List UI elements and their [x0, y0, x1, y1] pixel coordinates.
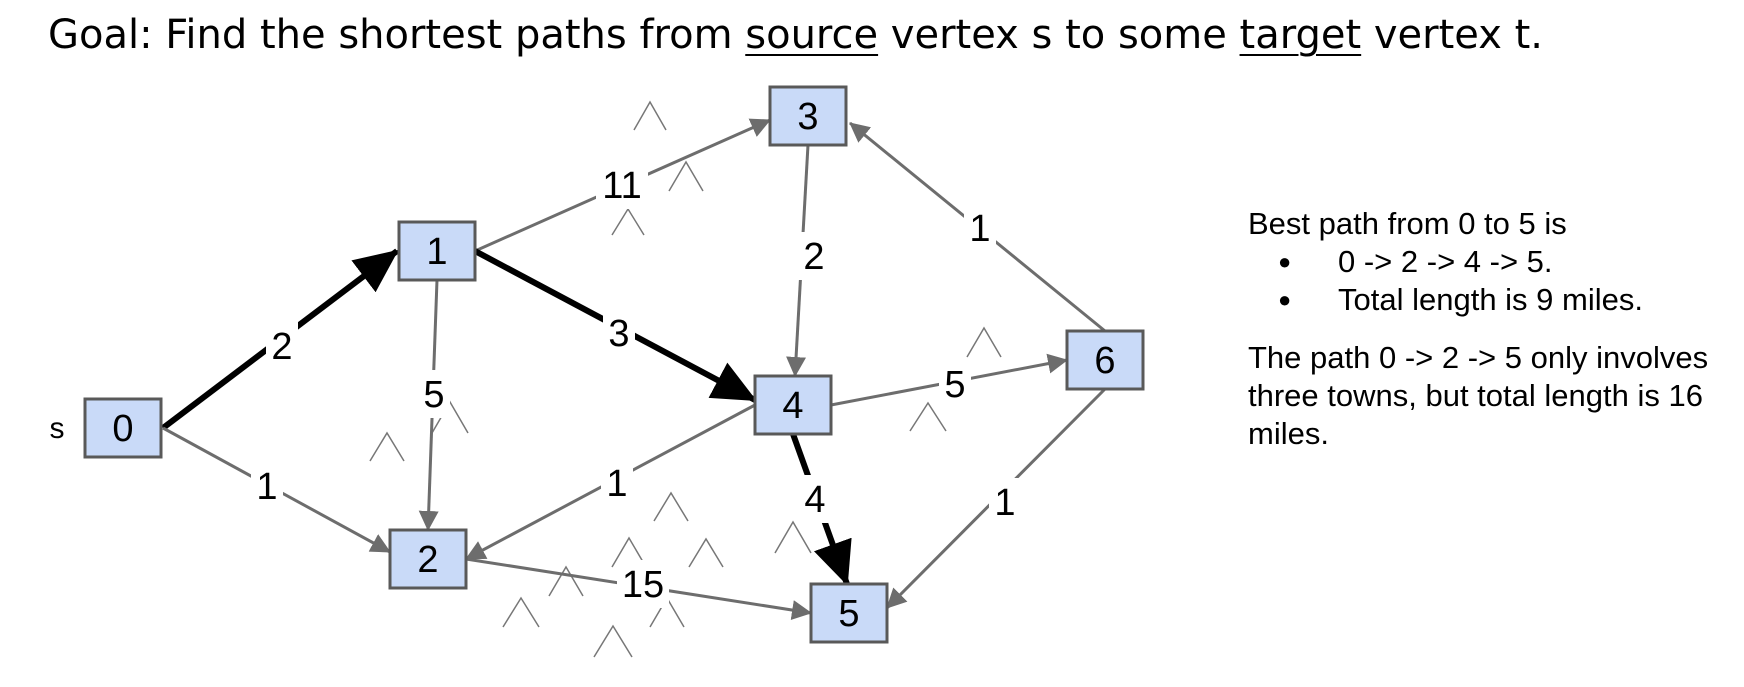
mountain-icon [909, 401, 947, 432]
mountain-icon [548, 565, 584, 597]
edge-weight-4-6: 5 [944, 364, 965, 406]
edge-label-bg [251, 462, 283, 510]
mountain-icon [774, 520, 812, 554]
source-label: s [50, 412, 65, 445]
source-term: source [745, 12, 879, 58]
mountain-icon [502, 596, 540, 628]
edge-label-bg [266, 322, 298, 370]
best-path-route: 0 -> 2 -> 4 -> 5. [1248, 243, 1738, 281]
target-term: target [1239, 12, 1362, 58]
title-text: vertex t. [1361, 12, 1543, 58]
mountain-icon [593, 624, 633, 658]
vertex-5-box [809, 582, 889, 644]
edge-weight-0-1: 2 [271, 326, 292, 368]
mountain-icon [688, 537, 724, 568]
edge-weight-4-5: 4 [804, 479, 825, 521]
vertex-5-label: 5 [838, 593, 859, 635]
title-text: Goal: Find the shortest paths from [48, 12, 746, 58]
vertex-6-label: 6 [1094, 340, 1115, 382]
slide-title: Goal: Find the shortest paths from sourc… [48, 12, 1543, 58]
edge-label-bg [418, 370, 450, 418]
vertex-0-box [83, 397, 163, 459]
edge-label-bg [798, 232, 830, 280]
edge-label-bg [617, 560, 669, 608]
mountain-icon [611, 536, 647, 568]
vertex-2-label: 2 [417, 539, 438, 581]
edge-weight-4-2: 1 [606, 463, 627, 505]
mountain-icon [633, 100, 667, 131]
vertex-1-label: 1 [426, 231, 447, 273]
edge-label-bg [601, 459, 633, 507]
edge-weight-1-4: 3 [608, 313, 629, 355]
edge-label-bg [603, 309, 635, 357]
mountain-icon [369, 431, 405, 462]
alt-path-note: The path 0 -> 2 -> 5 only involves three… [1248, 340, 1709, 451]
best-path-list: 0 -> 2 -> 4 -> 5. Total length is 9 mile… [1248, 243, 1738, 319]
edge-label-bg [596, 161, 648, 209]
mountain-icon [668, 160, 704, 192]
vertex-4-box [753, 374, 833, 436]
edge-weight-2-5: 15 [622, 564, 664, 606]
edge-weight-6-5: 1 [994, 482, 1015, 524]
best-path-length: Total length is 9 miles. [1248, 281, 1738, 319]
vertex-4-label: 4 [782, 385, 803, 427]
vertex-3-label: 3 [797, 96, 818, 138]
best-path-heading: Best path from 0 to 5 is [1248, 206, 1567, 241]
edge-weight-6-3: 1 [969, 208, 990, 250]
edge-weight-1-2: 5 [423, 374, 444, 416]
title-text: vertex s to some [878, 12, 1240, 58]
vertex-0-label: 0 [112, 408, 133, 450]
vertex-6-box [1065, 329, 1145, 391]
mountain-icon [653, 491, 689, 522]
edge-label-bg [964, 204, 996, 252]
path-notes: Best path from 0 to 5 is 0 -> 2 -> 4 -> … [1248, 205, 1738, 453]
edge-label-bg [939, 360, 971, 408]
edge-weight-1-3: 11 [602, 165, 641, 207]
mountain-icon [611, 207, 645, 236]
vertex-3-box [768, 85, 848, 147]
vertex-2-box [388, 528, 468, 590]
edge-label-bg [799, 475, 831, 523]
edge-weight-3-4: 2 [803, 236, 824, 278]
edge-weight-0-2: 1 [256, 466, 277, 508]
mountain-icon [966, 326, 1002, 358]
edge-label-bg [989, 478, 1021, 526]
vertex-1-box [397, 220, 477, 282]
